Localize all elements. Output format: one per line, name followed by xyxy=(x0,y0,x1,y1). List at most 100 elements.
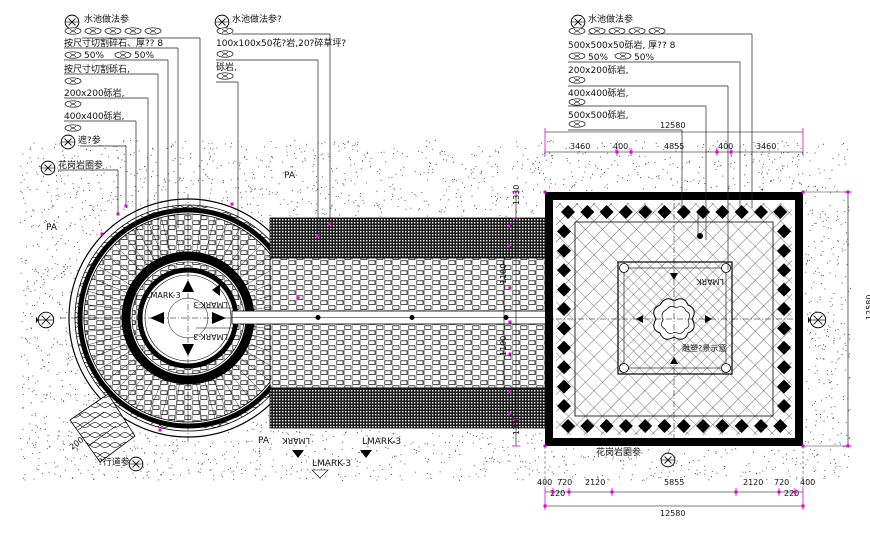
left-line-6: 遮?参 xyxy=(78,134,101,146)
magenta-node xyxy=(508,320,512,324)
border-diamond xyxy=(777,302,791,316)
magenta-node xyxy=(100,232,104,236)
magenta-node xyxy=(543,504,547,508)
lmark-circle-upper: LMARK-3 xyxy=(146,291,181,300)
lmark-arrow-markers xyxy=(212,284,372,479)
magenta-node xyxy=(615,150,619,154)
dim-top-seg-2: 4855 xyxy=(664,142,684,151)
magenta-node xyxy=(508,412,512,416)
magenta-node xyxy=(508,390,512,394)
border-diamond xyxy=(754,205,768,219)
left-line-2b: 50% xyxy=(134,51,154,61)
dim-top-seg-4: 3460 xyxy=(756,142,776,151)
left-title: 水池做法参 xyxy=(84,13,129,25)
border-diamond xyxy=(580,419,595,433)
left-line-4: 200x200砾岩, xyxy=(64,87,125,99)
pa-top: PA xyxy=(284,171,296,181)
dim-bottom-sub-1: 220 xyxy=(784,489,799,498)
dim-top-total: 12580 xyxy=(660,121,685,130)
border-diamond xyxy=(580,205,595,219)
border-diamond xyxy=(657,419,672,433)
border-diamond xyxy=(777,224,791,239)
magenta-node xyxy=(551,490,555,494)
border-diamond xyxy=(696,419,711,433)
right-line-1: 500x500x50砾岩, 厚?? 8 xyxy=(568,39,676,51)
dimension-lines xyxy=(503,128,852,510)
border-diamond xyxy=(638,419,653,433)
dim-bottom-seg-1: 720 xyxy=(557,478,572,487)
border-diamond xyxy=(754,419,768,433)
mid-title: 水池做法参? xyxy=(232,13,282,25)
border-diamond xyxy=(777,282,791,297)
sculpture-note: 雕塑?景示意 xyxy=(682,343,726,353)
magenta-node xyxy=(508,286,512,290)
text-labels: 水池做法参 按尺寸切割碎石、厚?? 8 50% 50% 按尺寸切割砾石, 200… xyxy=(46,13,726,469)
lmark-bottom-mid: LMARK-3 xyxy=(362,437,401,447)
dim-left-vert-0: 1330 xyxy=(512,185,521,205)
border-diamond xyxy=(777,263,791,278)
magenta-node xyxy=(316,234,320,238)
border-diamond xyxy=(773,419,788,433)
left-line-3: 按尺寸切割砾石, xyxy=(64,63,130,75)
dimension-texts: 12580 3460 400 4855 400 3460 400 720 212… xyxy=(499,121,870,518)
magenta-node xyxy=(801,190,805,194)
border-diamond xyxy=(696,205,711,219)
border-diamond xyxy=(557,302,571,316)
dim-bottom-total: 12580 xyxy=(660,509,685,518)
dim-top-seg-3: 400 xyxy=(718,142,733,151)
border-diamond xyxy=(557,379,571,394)
central-promenade xyxy=(231,217,631,429)
border-diamond xyxy=(777,360,791,375)
border-diamond xyxy=(777,379,791,394)
mid-line-2: 砾岩, xyxy=(216,61,237,73)
magenta-node xyxy=(629,150,633,154)
magenta-node xyxy=(801,444,805,448)
magenta-node xyxy=(729,150,733,154)
lmark-square: LMARK xyxy=(696,277,724,286)
magenta-node xyxy=(508,224,512,228)
border-diamond xyxy=(773,205,788,219)
left-line-5: 400x400砾岩, xyxy=(64,110,125,122)
lmark-bottom-pa: LMARK xyxy=(282,436,310,445)
border-diamond xyxy=(715,419,730,433)
dim-center-vert-1: 1100 xyxy=(499,336,508,356)
border-diamond xyxy=(777,243,791,258)
mid-line-1: 100x100x50花?岩,20?碎草坪? xyxy=(216,37,346,49)
magenta-node xyxy=(296,296,300,300)
border-diamond xyxy=(561,419,575,433)
magenta-node xyxy=(508,244,512,248)
dim-bottom-seg-3: 5855 xyxy=(664,478,684,487)
pa-left: PA xyxy=(46,223,58,233)
magenta-node xyxy=(116,212,120,216)
right-line-3: 200x200砾岩, xyxy=(568,64,629,76)
magenta-node xyxy=(777,490,781,494)
border-diamond xyxy=(777,340,791,355)
stepping-stones xyxy=(69,393,136,463)
square-edge-note: 花岗岩圈参 xyxy=(596,446,641,458)
dim-bottom-seg-4: 2120 xyxy=(743,478,763,487)
magenta-node xyxy=(801,504,805,508)
magenta-node xyxy=(610,490,614,494)
border-diamond xyxy=(777,321,791,336)
dim-bottom-sub-0: 220 xyxy=(550,489,565,498)
border-diamond xyxy=(599,205,614,219)
border-diamond xyxy=(557,399,571,413)
border-diamond xyxy=(557,263,571,278)
border-diamond xyxy=(557,282,571,297)
magenta-node xyxy=(543,444,547,448)
dim-right-total: 12580 xyxy=(865,295,870,320)
left-line-1: 按尺寸切割碎石、厚?? 8 xyxy=(64,37,163,49)
border-diamond xyxy=(557,224,571,239)
right-line-5: 500x500砾岩, xyxy=(568,109,629,121)
border-diamond xyxy=(561,205,575,219)
magenta-node xyxy=(230,202,234,206)
dim-bottom-seg-6: 400 xyxy=(800,478,815,487)
dim-bottom-seg-0: 400 xyxy=(537,478,552,487)
square-plaza xyxy=(545,192,803,446)
magenta-node-markers xyxy=(100,150,850,508)
walkway-note: ?行道参 xyxy=(98,456,130,468)
lmark-bottom-left: LMARK-3 xyxy=(312,459,351,469)
right-line-2b: 50% xyxy=(634,53,654,63)
border-diamond xyxy=(557,340,571,355)
